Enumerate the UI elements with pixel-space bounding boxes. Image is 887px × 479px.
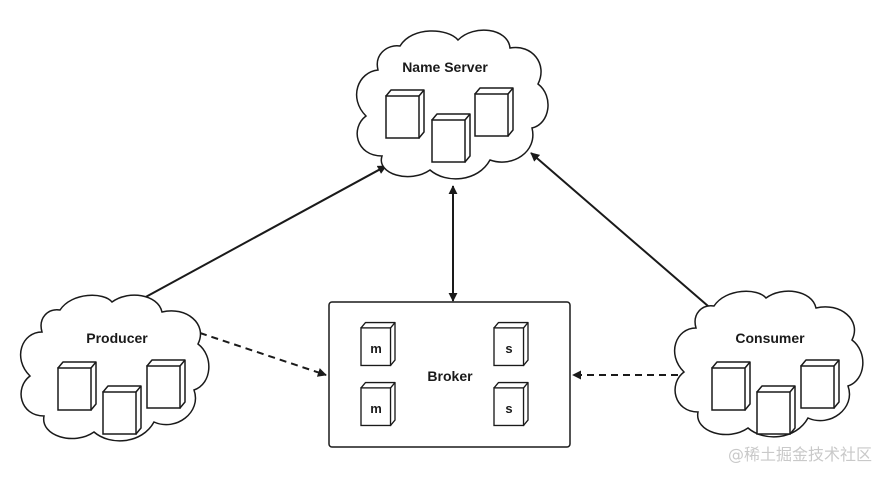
consumer-node: Consumer (673, 290, 864, 438)
broker-node: Broker m m s s (328, 301, 571, 448)
server-icon (385, 89, 425, 139)
producer-node: Producer (19, 294, 210, 442)
master-label: m (370, 401, 382, 416)
producer-label: Producer (86, 330, 148, 346)
edge-consumer-nameserver (530, 152, 709, 307)
server-icon (711, 361, 751, 411)
master-label: m (370, 341, 382, 356)
consumer-label: Consumer (735, 330, 805, 346)
name-server-node: Name Server (355, 29, 549, 180)
server-icon (57, 361, 97, 411)
server-icon (431, 113, 471, 163)
broker-label: Broker (427, 368, 473, 384)
server-icon (800, 359, 840, 409)
name-server-label: Name Server (402, 59, 488, 75)
server-icon (102, 385, 142, 435)
server-icon (474, 87, 514, 137)
slave-label: s (505, 341, 512, 356)
watermark: @稀土掘金技术社区 (728, 445, 872, 464)
name-server-cloud (355, 29, 549, 180)
connections (141, 152, 709, 380)
edge-producer-nameserver (141, 165, 387, 300)
slave-label: s (505, 401, 512, 416)
edge-producer-broker (199, 332, 327, 377)
server-icon (756, 385, 796, 435)
server-icon (146, 359, 186, 409)
